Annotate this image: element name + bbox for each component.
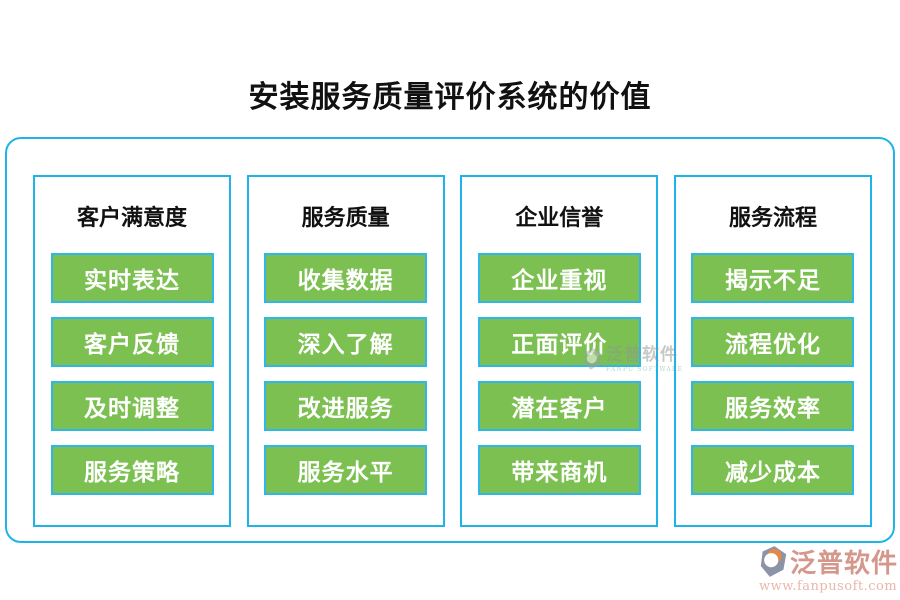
value-chip: 收集数据 xyxy=(264,253,428,303)
value-chip: 企业重视 xyxy=(477,253,641,303)
brand-url: www.fanpusoft.com xyxy=(759,579,898,594)
chip-stack: 实时表达 客户反馈 及时调整 服务策略 xyxy=(35,253,229,495)
value-chip: 潜在客户 xyxy=(477,381,641,431)
brand-footer: 泛普软件 www.fanpusoft.com xyxy=(759,543,898,594)
value-chip: 服务策略 xyxy=(50,445,214,495)
brand-name: 泛普软件 xyxy=(790,549,899,579)
value-chip: 服务效率 xyxy=(691,381,855,431)
value-chip: 正面评价 xyxy=(477,317,641,367)
value-chip: 深入了解 xyxy=(264,317,428,367)
chip-stack: 揭示不足 流程优化 服务效率 减少成本 xyxy=(676,253,870,495)
column-header: 服务流程 xyxy=(728,205,817,231)
value-chip: 实时表达 xyxy=(50,253,214,303)
column-service-quality: 服务质量 收集数据 深入了解 改进服务 服务水平 xyxy=(246,175,445,527)
value-chip: 揭示不足 xyxy=(691,253,855,303)
column-enterprise-reputation: 企业信誉 企业重视 正面评价 潜在客户 带来商机 xyxy=(460,175,659,527)
chip-stack: 收集数据 深入了解 改进服务 服务水平 xyxy=(249,253,443,495)
fanpu-gem-icon xyxy=(759,545,788,578)
brand-row: 泛普软件 xyxy=(759,543,897,580)
value-chip: 流程优化 xyxy=(691,317,855,367)
chip-stack: 企业重视 正面评价 潜在客户 带来商机 xyxy=(462,253,656,495)
column-header: 服务质量 xyxy=(301,205,390,231)
value-chip: 服务水平 xyxy=(264,445,428,495)
column-header: 企业信誉 xyxy=(515,205,604,231)
value-chip: 客户反馈 xyxy=(50,317,214,367)
value-chip: 带来商机 xyxy=(477,445,641,495)
column-service-process: 服务流程 揭示不足 流程优化 服务效率 减少成本 xyxy=(673,175,872,527)
column-header: 客户满意度 xyxy=(76,205,187,231)
column-customer-satisfaction: 客户满意度 实时表达 客户反馈 及时调整 服务策略 xyxy=(33,175,231,527)
page-title: 安装服务质量评价系统的价值 xyxy=(248,80,652,115)
value-board: 客户满意度 实时表达 客户反馈 及时调整 服务策略 服务质量 收集数据 深入了解… xyxy=(5,137,895,543)
value-chip: 减少成本 xyxy=(691,445,855,495)
value-chip: 及时调整 xyxy=(50,381,214,431)
value-chip: 改进服务 xyxy=(264,381,428,431)
